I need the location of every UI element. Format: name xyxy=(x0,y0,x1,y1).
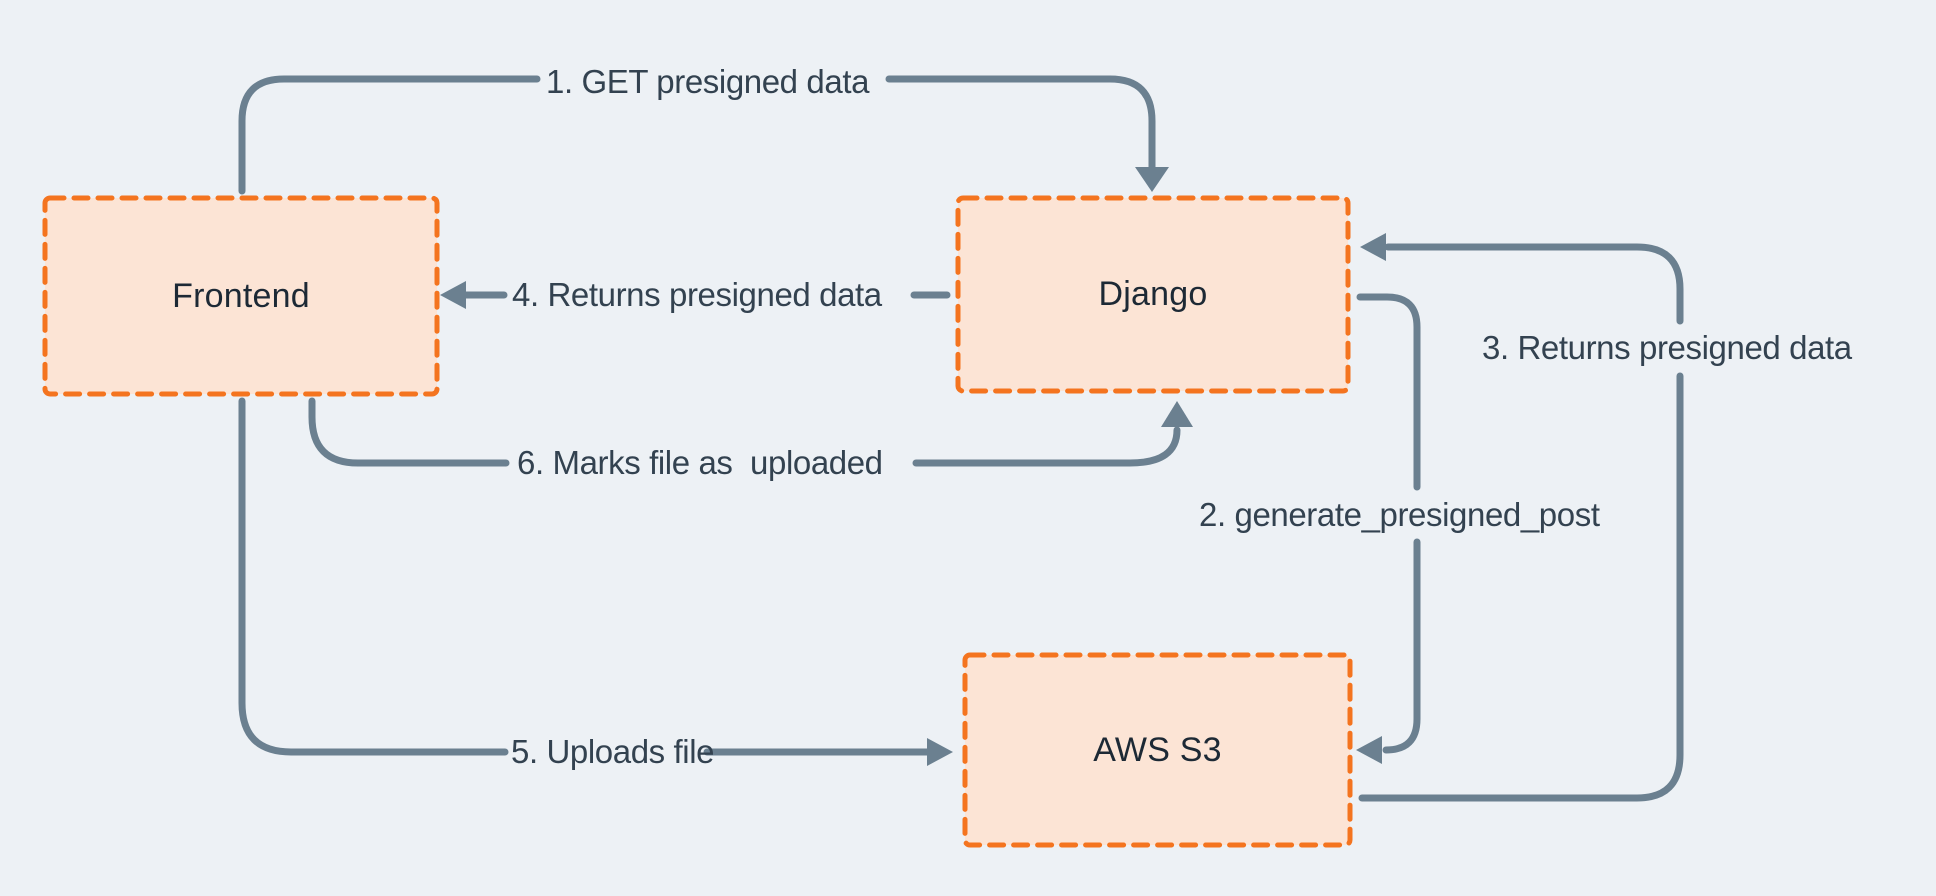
arrow-5-uploads-file xyxy=(238,397,953,766)
node-django-box xyxy=(955,195,1351,394)
node-aws-s3-box xyxy=(962,652,1353,848)
node-frontend-box xyxy=(42,195,440,397)
arrow-4-returns-presigned-data xyxy=(440,281,951,309)
arrow-6-marks-file-uploaded xyxy=(308,397,1193,467)
arrow-2-generate-presigned-post xyxy=(1356,293,1421,764)
arrow-3-returns-presigned-data xyxy=(1358,233,1684,802)
arrow-1-get-presigned-data xyxy=(238,75,1169,195)
